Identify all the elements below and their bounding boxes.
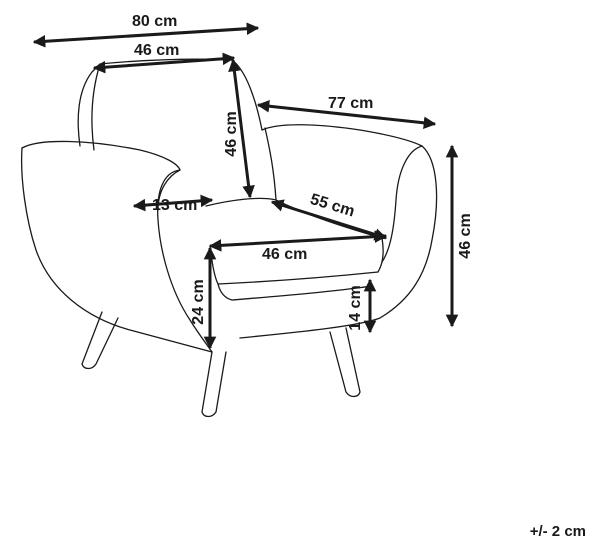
left-arm-top xyxy=(21,140,181,211)
backrest-inner-edge xyxy=(91,63,101,151)
arm-thickness-arrow xyxy=(132,194,214,212)
seat-width-arrow xyxy=(208,230,388,252)
depth-label: 77 cm xyxy=(328,95,373,112)
back-height-arrow xyxy=(228,58,255,199)
tolerance-note: +/- 2 cm xyxy=(529,523,586,540)
back-left-leg xyxy=(81,311,119,370)
left-arm-outline xyxy=(20,147,213,353)
right-arm-inner xyxy=(264,127,277,201)
seat-base xyxy=(217,283,373,301)
right-arm-front xyxy=(381,145,423,263)
arm-height-label: 24 cm xyxy=(190,279,207,324)
depth-arrow xyxy=(256,99,437,130)
right-arm-outline xyxy=(239,124,438,339)
back-width-label: 46 cm xyxy=(134,42,179,59)
front-right-leg xyxy=(329,327,361,398)
overall-height-label: 46 cm xyxy=(457,213,474,258)
back-height-label: 46 cm xyxy=(223,111,240,156)
seat-height-label: 14 cm xyxy=(347,285,364,330)
left-arm-front xyxy=(157,169,213,353)
front-left-leg xyxy=(201,351,227,418)
back-width-arrow xyxy=(92,52,236,74)
dimension-lines xyxy=(32,22,459,350)
dimension-labels: 80 cm 46 cm 46 cm 77 cm 13 cm 55 cm 46 c… xyxy=(132,13,474,331)
seat-width-label: 46 cm xyxy=(262,246,307,263)
overall-width-label: 80 cm xyxy=(132,13,177,30)
overall-width-arrow xyxy=(32,22,260,48)
arm-thickness-label: 13 cm xyxy=(152,197,197,214)
